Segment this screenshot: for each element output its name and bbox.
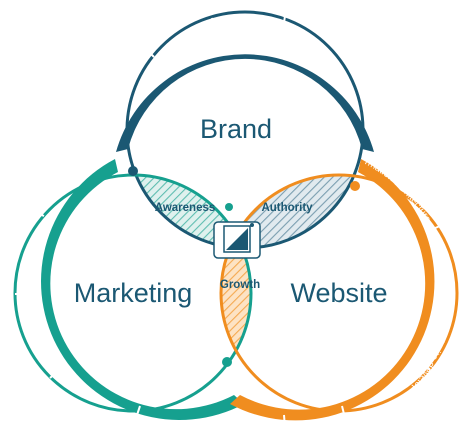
growth-label: Growth xyxy=(220,279,260,291)
brand-band-label: Brand story xyxy=(151,0,199,33)
marketing-band-label: Content strategy xyxy=(0,0,142,435)
brand-label: Brand xyxy=(200,114,272,144)
authority-label: Authority xyxy=(261,202,313,214)
marketing-dot xyxy=(222,357,232,367)
band-separators xyxy=(15,15,456,429)
website-band-label: Website design xyxy=(431,235,453,304)
website-band-label: Website content xyxy=(309,418,380,440)
brand-band-label: Brand voice xyxy=(226,0,281,1)
website-band-label: Information architecture xyxy=(0,0,433,225)
website-band-label: Copywriting xyxy=(234,428,287,440)
website-circle xyxy=(219,173,459,413)
marketing-label: Marketing xyxy=(74,278,193,308)
overlap-authority xyxy=(221,175,363,248)
brand-dot xyxy=(128,166,138,176)
awareness-label: Awareness xyxy=(155,202,216,214)
website-dot xyxy=(350,181,360,191)
center-dot xyxy=(225,203,233,211)
logo-icon xyxy=(213,221,261,259)
website-label: Website xyxy=(290,278,387,308)
brand-band-label: Visual communications xyxy=(293,0,368,76)
